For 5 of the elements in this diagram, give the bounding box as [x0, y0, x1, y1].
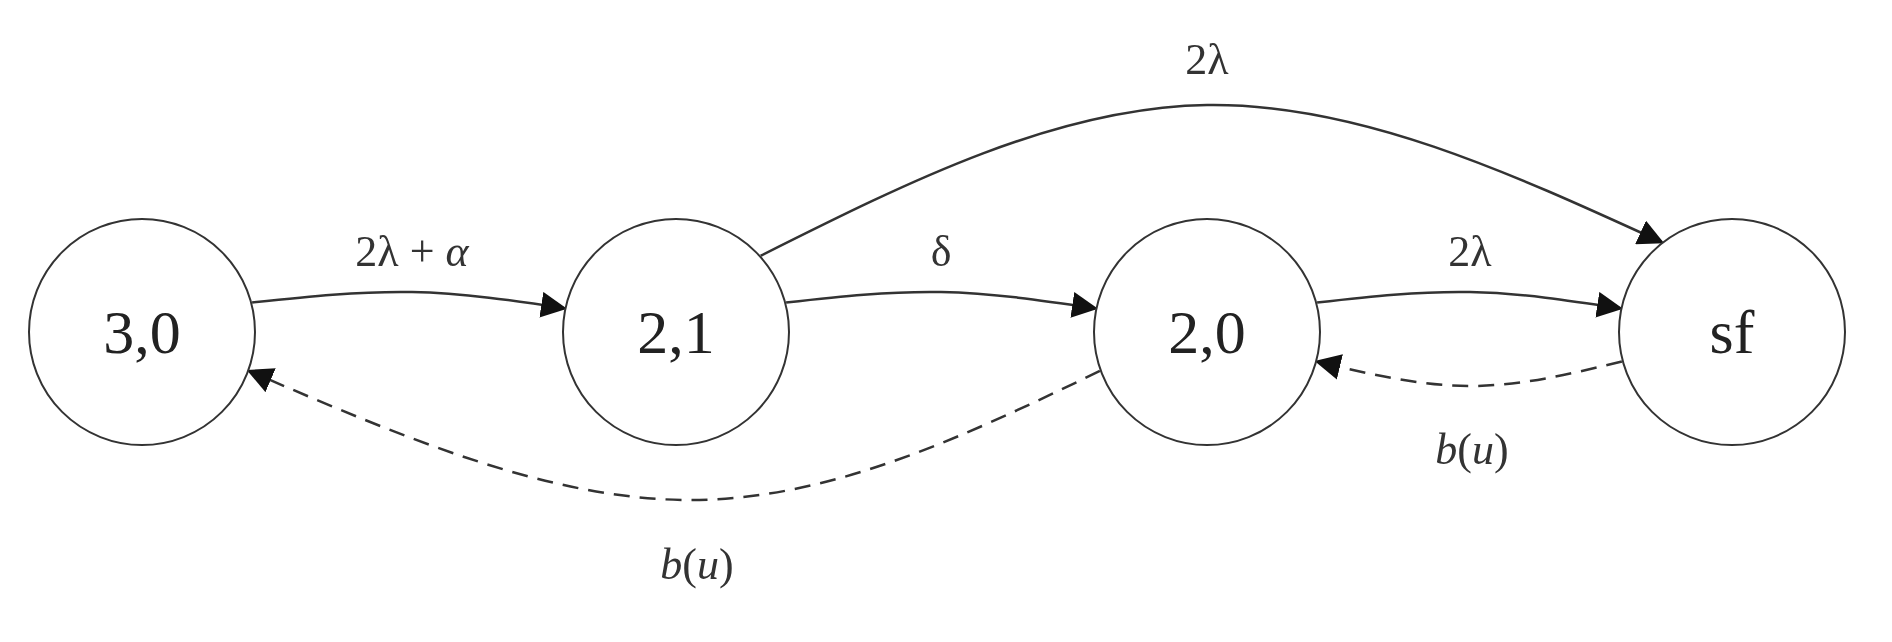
state-label: 3,0: [103, 296, 181, 368]
arrow: [760, 103, 1665, 257]
state-label: 2,0: [1168, 296, 1246, 368]
state-label: 2,1: [637, 296, 715, 368]
state-label: sf: [1709, 296, 1755, 368]
